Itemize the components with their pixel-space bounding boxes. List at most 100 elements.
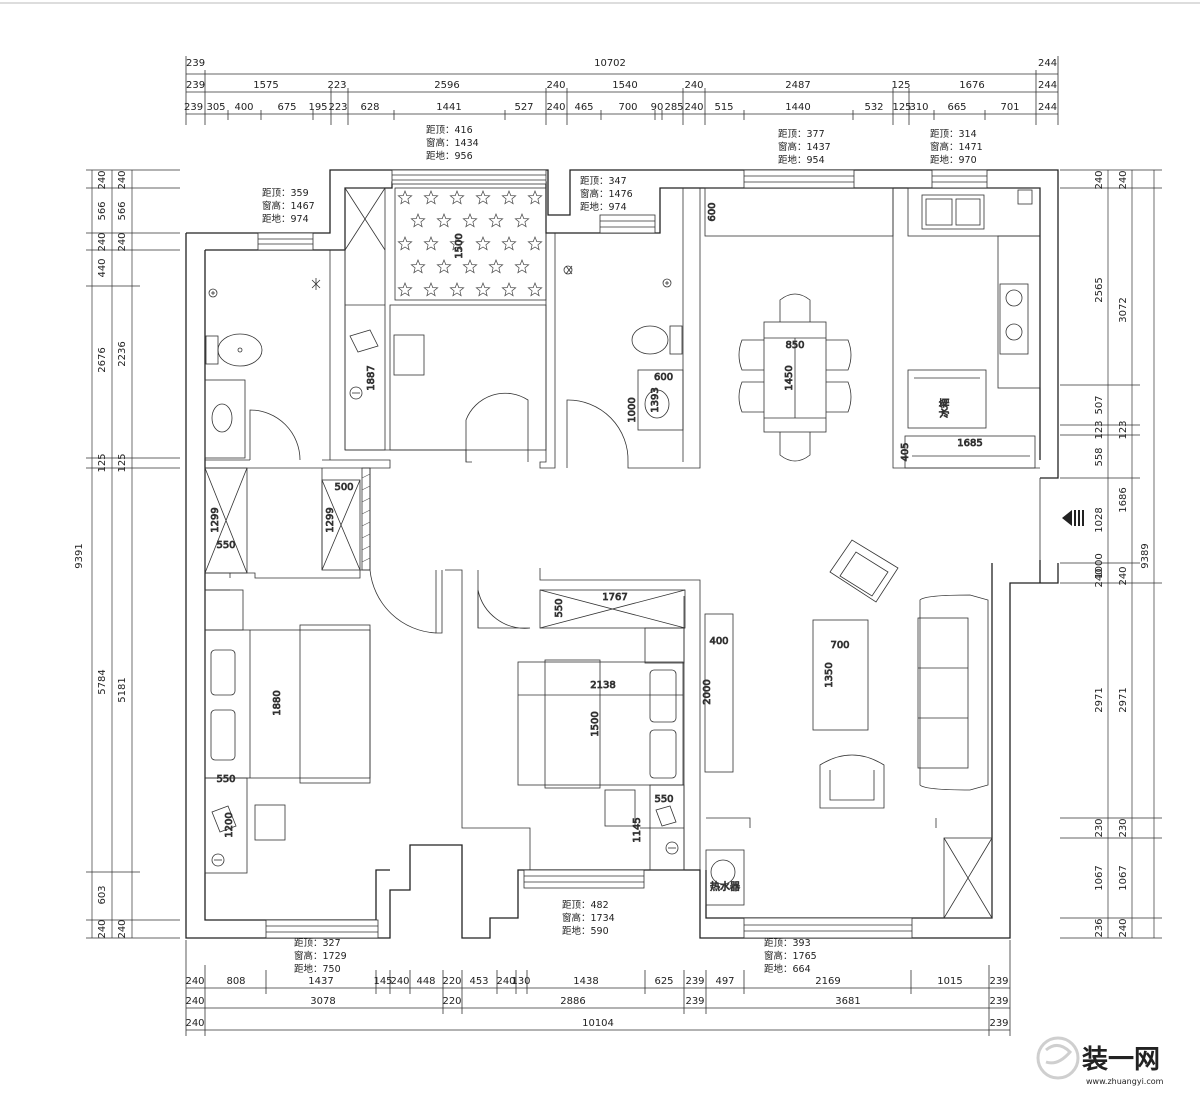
top-dim-2-9: 1676 <box>959 80 984 91</box>
bot-dim-1-10: 1438 <box>573 976 598 987</box>
label-w550a: 550 <box>216 540 235 551</box>
window-note-7: 距顶：393 窗高：1765 距地：664 <box>764 938 817 975</box>
watermark-site: www.zhuangyi.com <box>1086 1077 1164 1086</box>
top-dim-3-7: 1441 <box>436 102 461 113</box>
star-3 <box>475 190 491 205</box>
star-17 <box>410 259 426 274</box>
armchair-icon-2 <box>819 754 885 809</box>
star-2 <box>449 190 465 205</box>
right-dim-o-7: 1067 <box>1118 865 1129 890</box>
left-dim-o-2: 240 <box>97 232 108 251</box>
right-dim-i-9: 230 <box>1094 818 1105 837</box>
light-fixture-icon <box>311 278 321 290</box>
right-dim-i-3: 123 <box>1094 420 1105 439</box>
doors <box>249 392 629 634</box>
svg-text:距地：750: 距地：750 <box>294 963 341 975</box>
dining-table <box>763 321 827 433</box>
right-dim-i-5: 1028 <box>1094 507 1105 532</box>
svg-text:距顶：393: 距顶：393 <box>764 938 811 949</box>
right-dim-i-11: 236 <box>1094 918 1105 937</box>
bot-dim-1-0: 240 <box>185 976 204 987</box>
svg-text:窗高：1765: 窗高：1765 <box>764 950 817 962</box>
right-dim-i-7: 240 <box>1094 568 1105 587</box>
washbasin-icon-2 <box>637 369 684 431</box>
water-heater-icon <box>705 849 745 906</box>
bot-dim-1-12: 239 <box>685 976 704 987</box>
computer-icon-3 <box>655 805 677 827</box>
label-bed1500: 1500 <box>454 233 465 258</box>
top-dim-2-8: 125 <box>891 80 910 91</box>
bot-dim-3-1: 10104 <box>582 1018 614 1029</box>
top-dim-3-15: 515 <box>714 102 733 113</box>
label-d1145: 1145 <box>632 817 643 842</box>
watermark-logo: 装一网 www.zhuangyi.com <box>1036 1036 1164 1086</box>
star-18 <box>436 259 452 274</box>
dining-chairs <box>738 293 852 462</box>
right-dim-i-1: 2565 <box>1094 277 1105 302</box>
bottom-dimensions: 240 808 1437 145 240 448 220 453 240 130… <box>185 940 1011 1036</box>
svg-text:距地：954: 距地：954 <box>778 154 825 166</box>
window-note-2: 距顶：314 窗高：1471 距地：970 <box>930 129 983 166</box>
bed-2 <box>517 659 684 789</box>
left-dim-total: 9391 <box>74 543 85 568</box>
right-dim-o-1: 3072 <box>1118 297 1129 322</box>
window-8 <box>743 917 913 939</box>
bot-dim-1-5: 448 <box>416 976 435 987</box>
window-6 <box>265 919 379 939</box>
top-dim-1-1: 10702 <box>594 58 626 69</box>
window-notes: 距顶：416 窗高：1434 距地：956 距顶：377 窗高：1437 距地：… <box>262 125 983 975</box>
right-dim-o-4: 240 <box>1118 566 1129 585</box>
label-tv2000: 2000 <box>702 679 713 704</box>
window-note-0: 距顶：416 窗高：1434 距地：956 <box>426 125 479 162</box>
bot-dim-1-9: 130 <box>511 976 530 987</box>
top-dim-3-6: 628 <box>360 102 379 113</box>
svg-text:距顶：377: 距顶：377 <box>778 129 825 140</box>
washbasin-icon <box>204 379 246 459</box>
top-dim-3-16: 1440 <box>785 102 810 113</box>
label-w1767: 1767 <box>602 592 627 603</box>
fridge-icon <box>907 369 987 429</box>
star-0 <box>397 190 413 205</box>
star-8 <box>462 213 478 228</box>
bot-dim-1-13: 497 <box>715 976 734 987</box>
star-9 <box>488 213 504 228</box>
svg-text:窗高：1734: 窗高：1734 <box>562 912 615 924</box>
label-d550c: 550 <box>654 794 673 805</box>
left-dim-o-8: 240 <box>97 919 108 938</box>
left-dim-m-1: 566 <box>117 201 128 220</box>
watermark-brand: 装一网 <box>1082 1045 1160 1075</box>
bot-dim-1-8: 240 <box>496 976 515 987</box>
top-dim-2-2: 223 <box>327 80 346 91</box>
label-ct1350: 1350 <box>824 662 835 687</box>
sofa-icon <box>917 594 989 791</box>
computer-icon <box>349 329 379 353</box>
bot-dim-2-4: 239 <box>685 996 704 1007</box>
star-1 <box>423 190 439 205</box>
entrance-arrow-icon <box>1062 510 1084 526</box>
label-counter1685: 1685 <box>957 438 982 449</box>
label-counter405: 405 <box>900 442 911 461</box>
svg-text:距顶：416: 距顶：416 <box>426 125 473 136</box>
star-15 <box>501 236 517 251</box>
bot-dim-2-0: 240 <box>185 996 204 1007</box>
label-w550c: 550 <box>554 598 565 617</box>
light-fixture-icon-2 <box>565 265 573 275</box>
top-dim-2-5: 1540 <box>612 80 637 91</box>
star-27 <box>527 282 543 297</box>
right-dimensions: 240 2565 507 123 558 1028 1000 240 2971 … <box>1060 169 1162 939</box>
top-dim-2-10: 244 <box>1038 80 1057 91</box>
star-20 <box>488 259 504 274</box>
left-dim-o-7: 603 <box>97 885 108 904</box>
bot-dim-2-6: 239 <box>989 996 1008 1007</box>
bot-dim-1-16: 239 <box>989 976 1008 987</box>
bot-dim-2-5: 3681 <box>835 996 860 1007</box>
right-dim-i-10: 1067 <box>1094 865 1105 890</box>
right-dim-o-6: 230 <box>1118 818 1129 837</box>
furniture: 1500 1887 600 1393 1000 <box>204 187 1084 919</box>
top-dim-3-22: 244 <box>1038 102 1057 113</box>
bot-dim-1-6: 220 <box>442 976 461 987</box>
right-dim-i-2: 507 <box>1094 395 1105 414</box>
right-dim-o-5: 2971 <box>1118 687 1129 712</box>
top-dim-3-4: 195 <box>308 102 327 113</box>
top-dim-1-2: 244 <box>1038 58 1057 69</box>
